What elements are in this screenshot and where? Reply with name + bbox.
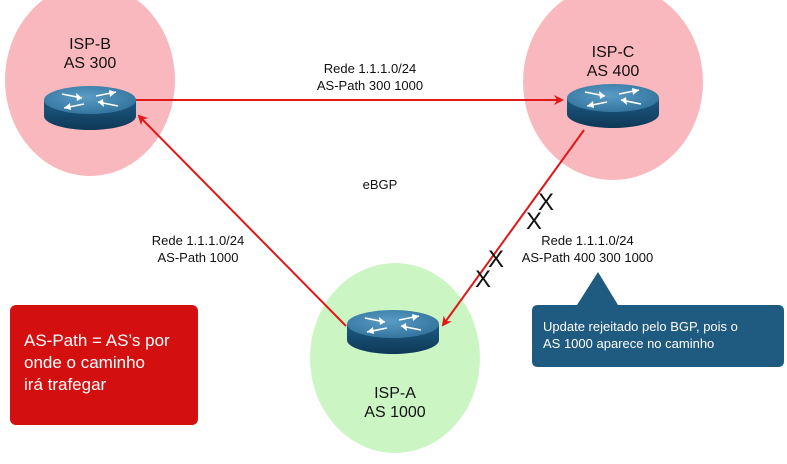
router-icon [567, 84, 659, 128]
isp-c-as: AS 400 [586, 63, 640, 80]
link-a-to-b-label: Rede 1.1.1.0/24 AS-Path 1000 [118, 232, 278, 266]
link-a-to-b [137, 114, 347, 327]
router-icon [44, 86, 136, 130]
reject-mark: X [488, 246, 504, 273]
link-b-to-c-network: Rede 1.1.1.0/24 [323, 61, 417, 76]
note-text: AS-Path = AS’s por onde o caminho irá tr… [24, 330, 194, 396]
isp-c-label: ISP-C AS 400 [563, 43, 663, 81]
rejection-callout [532, 272, 784, 367]
router-icon [347, 310, 439, 354]
reject-mark: X [475, 266, 491, 293]
link-a-to-b-network: Rede 1.1.1.0/24 [151, 233, 245, 248]
note-line-3: irá trafegar [24, 375, 107, 394]
link-a-to-b-aspath: AS-Path 1000 [157, 250, 239, 265]
note-line-1: AS-Path = AS’s por [24, 331, 170, 350]
isp-b-label: ISP-B AS 300 [40, 35, 140, 73]
callout-line-2: AS 1000 aparece no caminho [543, 336, 715, 351]
isp-a-as: AS 1000 [364, 404, 426, 421]
isp-c-name: ISP-C [591, 44, 635, 61]
isp-a-name: ISP-A [374, 385, 416, 402]
protocol-label: eBGP [362, 177, 398, 192]
isp-b-name: ISP-B [69, 36, 111, 53]
link-c-to-a [441, 129, 585, 327]
isp-a-halo [310, 263, 480, 453]
link-c-to-a-label: Rede 1.1.1.0/24 AS-Path 400 300 1000 [500, 232, 675, 266]
reject-mark: X [538, 189, 554, 216]
isp-b-as: AS 300 [63, 55, 117, 72]
reject-mark: X [526, 208, 542, 235]
link-c-to-a-network: Rede 1.1.1.0/24 [541, 233, 634, 248]
link-b-to-c-aspath: AS-Path 300 1000 [316, 78, 424, 93]
callout-text: Update rejeitado pelo BGP, pois o AS 100… [543, 318, 778, 352]
link-b-to-c-label: Rede 1.1.1.0/24 AS-Path 300 1000 [270, 60, 470, 94]
link-c-to-a-aspath: AS-Path 400 300 1000 [521, 250, 654, 265]
isp-a-label: ISP-A AS 1000 [340, 384, 450, 422]
callout-line-1: Update rejeitado pelo BGP, pois o [543, 319, 738, 334]
note-line-2: onde o caminho [24, 353, 145, 372]
note-box [10, 305, 198, 425]
